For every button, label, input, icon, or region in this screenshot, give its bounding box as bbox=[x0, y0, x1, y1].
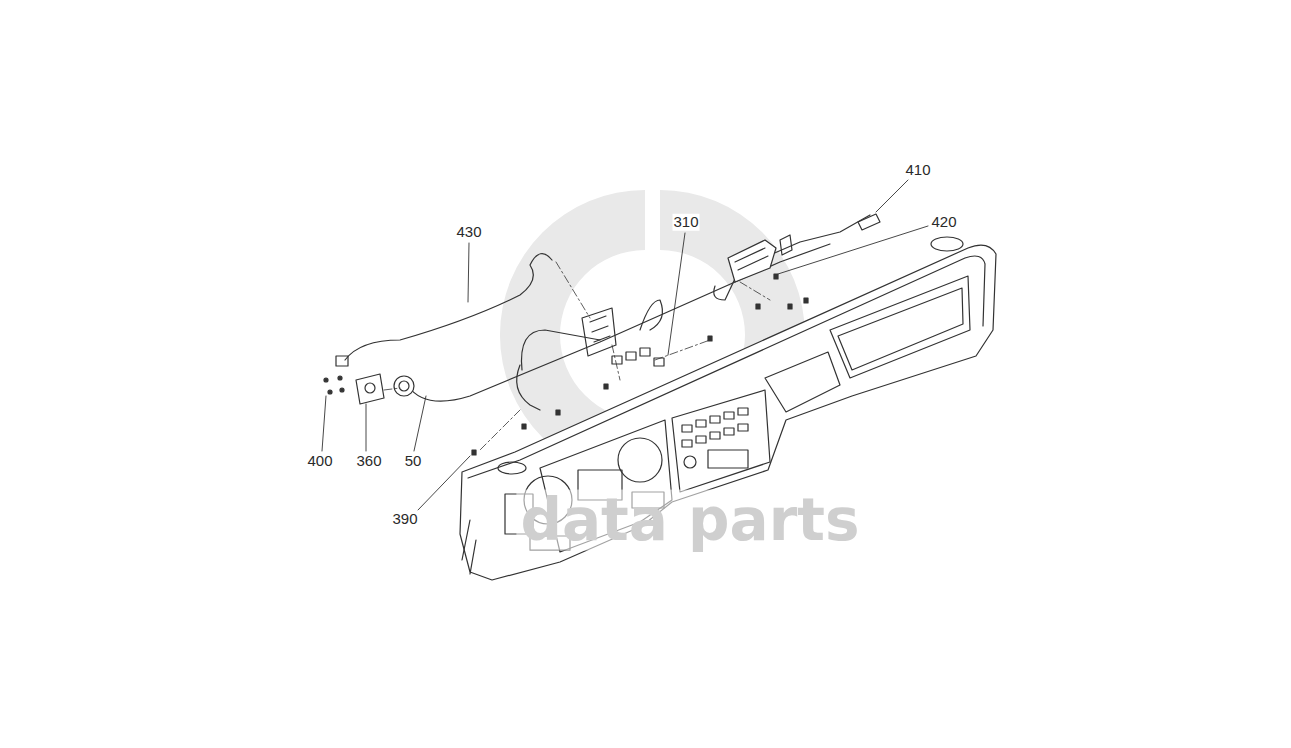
grommet bbox=[394, 376, 414, 396]
screws bbox=[324, 376, 344, 394]
leader-lines bbox=[322, 180, 928, 510]
watermark: data parts bbox=[516, 490, 863, 551]
assembly-lines bbox=[384, 262, 770, 450]
plug bbox=[336, 356, 348, 366]
module bbox=[728, 240, 776, 282]
callout-number: 390 bbox=[391, 511, 418, 528]
switch-grid bbox=[682, 408, 748, 468]
plate bbox=[356, 374, 384, 404]
wiring-harness bbox=[408, 215, 870, 410]
callout-number: 360 bbox=[355, 453, 382, 470]
cable bbox=[345, 254, 552, 360]
bracket bbox=[582, 308, 616, 356]
callout-number: 420 bbox=[930, 214, 957, 231]
relays bbox=[612, 348, 664, 366]
callout-number: 410 bbox=[904, 162, 931, 179]
dashboard bbox=[460, 237, 996, 580]
inline-connector bbox=[858, 214, 880, 230]
clips bbox=[472, 274, 808, 455]
callout-number: 430 bbox=[455, 224, 482, 241]
callout-number: 310 bbox=[672, 214, 699, 231]
callout-number: 50 bbox=[404, 453, 423, 470]
callout-number: 400 bbox=[306, 453, 333, 470]
